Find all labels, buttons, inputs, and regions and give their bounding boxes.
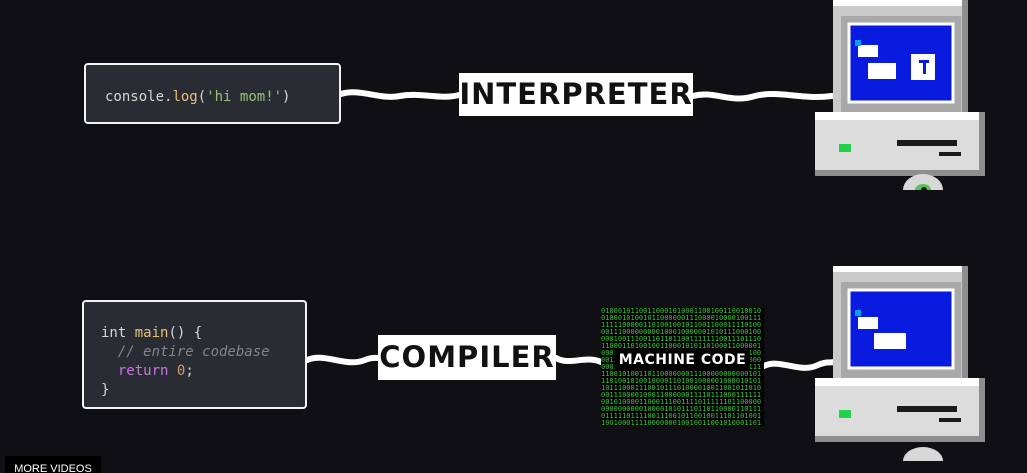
monitor xyxy=(833,0,968,112)
computer-base xyxy=(815,112,985,176)
cd-disc-icon xyxy=(903,174,943,190)
code-keyword-int: int xyxy=(101,325,127,341)
code-brace-close: } xyxy=(101,382,110,398)
code-line-1: int main() { xyxy=(101,324,305,343)
code-open-paren: ( xyxy=(197,89,207,105)
interpreter-label: INTERPRETER xyxy=(459,73,693,116)
wire-code-to-interpreter xyxy=(338,89,462,100)
monitor xyxy=(833,266,968,378)
code-keyword-return: return xyxy=(117,363,169,379)
code-object: console xyxy=(105,89,165,105)
machine-code-label: MACHINE CODE xyxy=(615,350,750,370)
machine-code-block: 01000101100110001010001100100110010010 0… xyxy=(601,308,764,426)
wire-interpreter-to-computer xyxy=(690,91,835,102)
cd-disc-icon xyxy=(903,447,943,461)
code-number: 0 xyxy=(176,363,186,379)
js-code-snippet: console.log('hi mom!') xyxy=(84,63,341,124)
code-brace-open: () { xyxy=(168,325,203,341)
retro-computer-icon xyxy=(815,266,985,461)
code-string: 'hi mom!' xyxy=(206,89,283,105)
code-function-main: main xyxy=(134,325,169,341)
code-line-2: // entire codebase xyxy=(101,343,305,362)
computer-base xyxy=(815,378,985,442)
code-comment: // entire codebase xyxy=(117,344,270,360)
code-close-paren: ) xyxy=(282,89,291,105)
retro-computer-icon xyxy=(815,0,985,190)
code-line-4: } xyxy=(101,381,305,400)
c-code-snippet: int main() { // entire codebase return 0… xyxy=(82,300,307,409)
wire-code-to-compiler xyxy=(304,354,381,366)
code-method: log xyxy=(172,89,198,105)
code-dot: . xyxy=(164,89,173,105)
compiler-label: COMPILER xyxy=(378,335,556,380)
code-line-3: return 0; xyxy=(101,362,305,381)
more-videos-button[interactable]: MORE VIDEOS xyxy=(5,456,101,473)
code-semicolon: ; xyxy=(185,363,194,379)
wire-machine-code-to-computer xyxy=(761,359,837,371)
wire-compiler-to-machine-code xyxy=(553,355,604,365)
